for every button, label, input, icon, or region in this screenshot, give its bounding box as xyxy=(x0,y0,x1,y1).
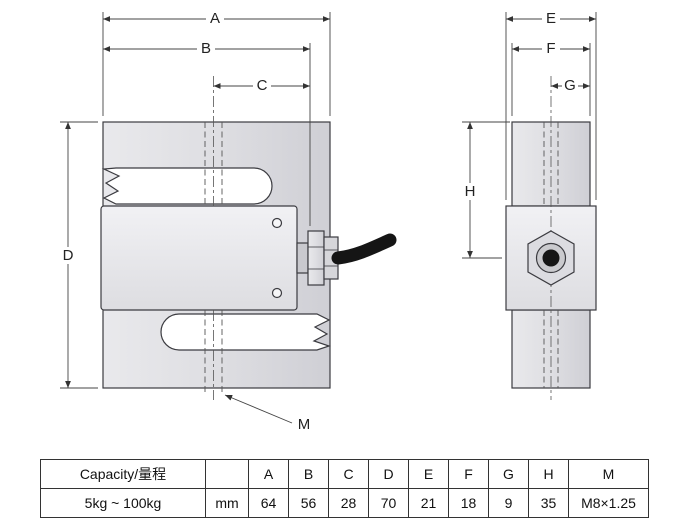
value-c: 28 xyxy=(328,488,369,518)
spec-table: Capacity/量程 A B C D E F G H M 5kg ~ 100k… xyxy=(40,459,649,518)
dim-a-label-bg xyxy=(206,10,224,27)
thread-lines-side xyxy=(543,122,559,388)
dim-label-e: E xyxy=(546,10,556,27)
unit-value-cell: mm xyxy=(205,488,249,518)
front-view xyxy=(100,121,397,389)
dimension-d xyxy=(59,121,98,389)
capacity-value-cell: 5kg ~ 100kg xyxy=(40,488,206,518)
dim-label-h: H xyxy=(465,183,476,200)
dim-label-a: A xyxy=(210,10,220,27)
gland-neck xyxy=(296,242,309,274)
unit-header-cell xyxy=(205,459,249,489)
value-e: 21 xyxy=(408,488,449,518)
dim-d-label-bg xyxy=(59,247,77,264)
col-header-f: F xyxy=(448,459,489,489)
dimension-f xyxy=(511,40,591,116)
cover-plate xyxy=(100,205,298,311)
dim-f-label-bg xyxy=(542,40,560,57)
dim-label-g: G xyxy=(564,77,576,94)
dimension-e xyxy=(505,10,597,200)
dim-label-d: D xyxy=(63,247,74,264)
col-header-g: G xyxy=(488,459,529,489)
value-b: 56 xyxy=(288,488,329,518)
col-header-e: E xyxy=(408,459,449,489)
gland-hex-outer xyxy=(307,230,325,286)
dimension-b xyxy=(103,40,311,226)
dim-label-m: M xyxy=(298,416,311,433)
value-h: 35 xyxy=(528,488,569,518)
col-header-b: B xyxy=(288,459,329,489)
table-value-row: 5kg ~ 100kg mm 64 56 28 70 21 18 9 35 M8… xyxy=(40,488,649,518)
thread-lines-front xyxy=(204,122,223,392)
value-d: 70 xyxy=(368,488,409,518)
col-header-d: D xyxy=(368,459,409,489)
dimension-g xyxy=(551,77,590,94)
value-a: 64 xyxy=(248,488,289,518)
value-g: 9 xyxy=(488,488,529,518)
technical-drawing: A B C D E F G H M xyxy=(59,10,597,433)
col-header-c: C xyxy=(328,459,369,489)
capacity-header-cell: Capacity/量程 xyxy=(40,459,206,489)
dimension-c xyxy=(213,77,310,94)
dimension-m xyxy=(224,394,293,424)
value-f: 18 xyxy=(448,488,489,518)
dim-g-label-bg xyxy=(562,77,578,94)
dim-h-label-bg xyxy=(461,183,479,200)
col-header-m: M xyxy=(568,459,649,489)
screw-hole-bottom xyxy=(271,287,283,299)
top-slot xyxy=(101,167,273,205)
dim-label-f: F xyxy=(546,40,555,57)
m-leader-line xyxy=(224,394,293,424)
dimension-h xyxy=(461,121,510,259)
connector-core xyxy=(542,249,560,267)
col-header-h: H xyxy=(528,459,569,489)
cable-gland xyxy=(296,230,339,286)
dim-e-label-bg xyxy=(542,10,560,27)
dimension-a xyxy=(102,10,331,116)
table-header-row: Capacity/量程 A B C D E F G H M xyxy=(40,459,649,489)
cable-connector xyxy=(527,230,575,286)
screw-hole-top xyxy=(271,217,283,229)
value-m: M8×1.25 xyxy=(568,488,649,518)
cable xyxy=(331,233,397,265)
dim-b-label-bg xyxy=(197,40,215,57)
col-header-a: A xyxy=(248,459,289,489)
bottom-slot xyxy=(160,313,331,351)
dim-c-label-bg xyxy=(253,77,271,94)
dim-label-b: B xyxy=(201,40,211,57)
dim-label-c: C xyxy=(257,77,268,94)
